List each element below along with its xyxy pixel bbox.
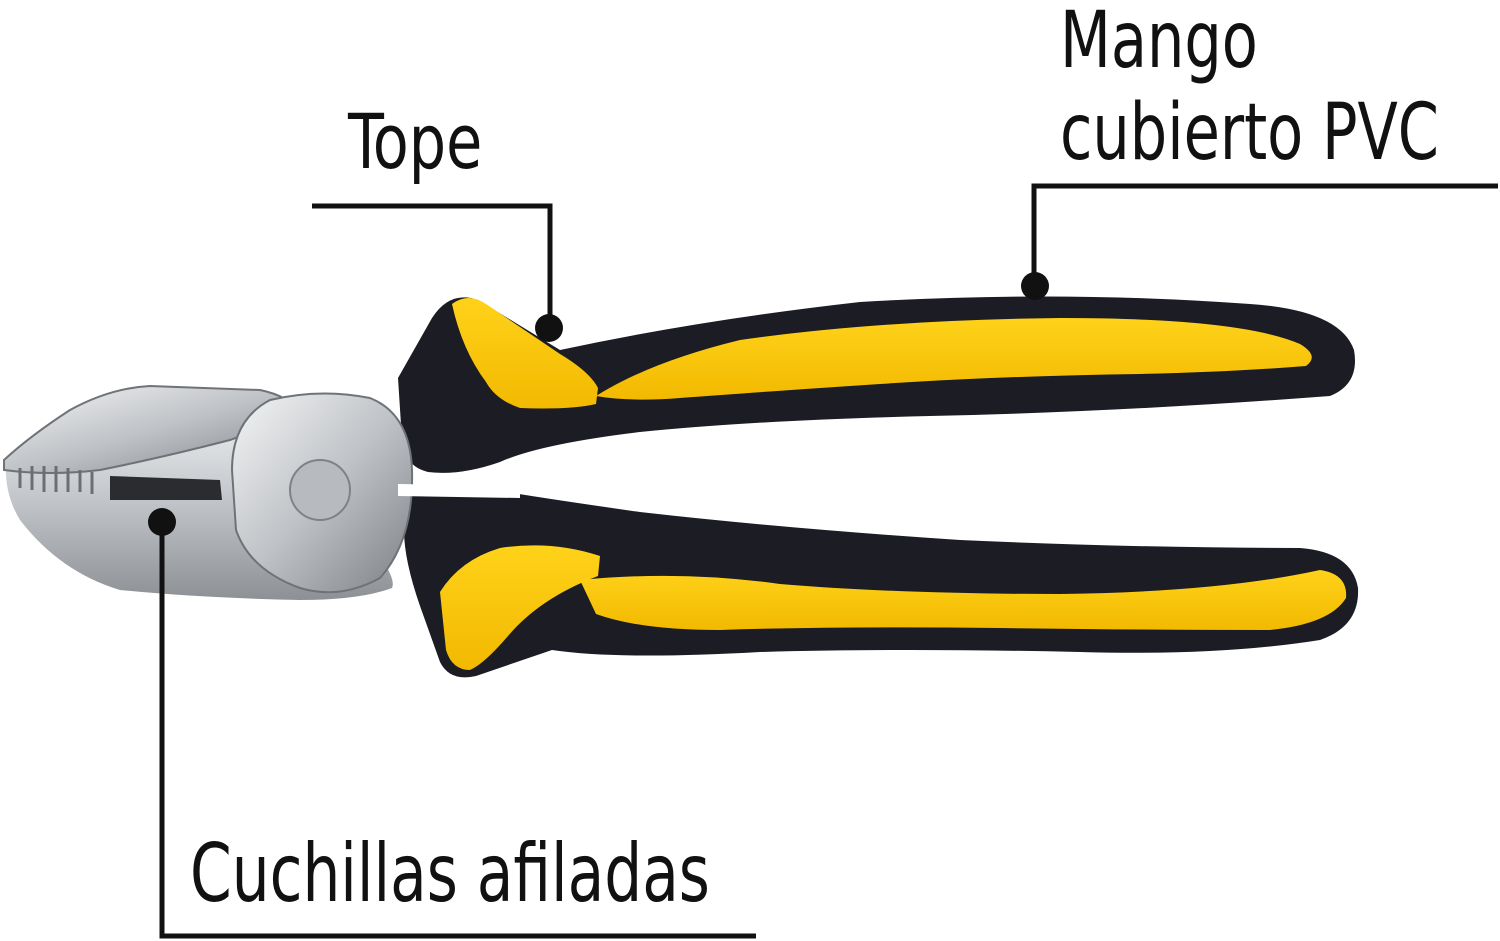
lower-handle-black-accent bbox=[500, 500, 690, 548]
lower-handle-yellow-inlay bbox=[580, 570, 1347, 630]
upper-handle bbox=[398, 296, 1355, 473]
leader-lines bbox=[159, 183, 1498, 939]
cuchillas-leader-dot bbox=[148, 508, 176, 536]
tope-guard bbox=[452, 298, 598, 409]
pivot-rivet bbox=[289, 459, 351, 521]
lower-handle bbox=[404, 485, 1359, 678]
leader-dots bbox=[148, 272, 1049, 536]
tope-leader-dot bbox=[535, 314, 563, 342]
lower-tope-guard bbox=[440, 545, 600, 670]
label-tope: Tope bbox=[348, 97, 483, 186]
cuchillas-leader-line bbox=[159, 522, 756, 939]
cutting-edge bbox=[110, 476, 222, 500]
gripping-teeth bbox=[18, 466, 94, 494]
mango-leader-line bbox=[1031, 183, 1498, 284]
mango-leader-dot bbox=[1021, 272, 1049, 300]
steel-head bbox=[3, 384, 520, 600]
handle-gap bbox=[398, 484, 520, 498]
label-mango-line1: Mango bbox=[1060, 0, 1258, 86]
label-cuchillas: Cuchillas afiladas bbox=[190, 827, 710, 920]
upper-handle-yellow-inlay bbox=[596, 318, 1312, 400]
tope-leader-line bbox=[312, 203, 553, 328]
label-mango-line2: cubierto PVC bbox=[1060, 88, 1439, 178]
